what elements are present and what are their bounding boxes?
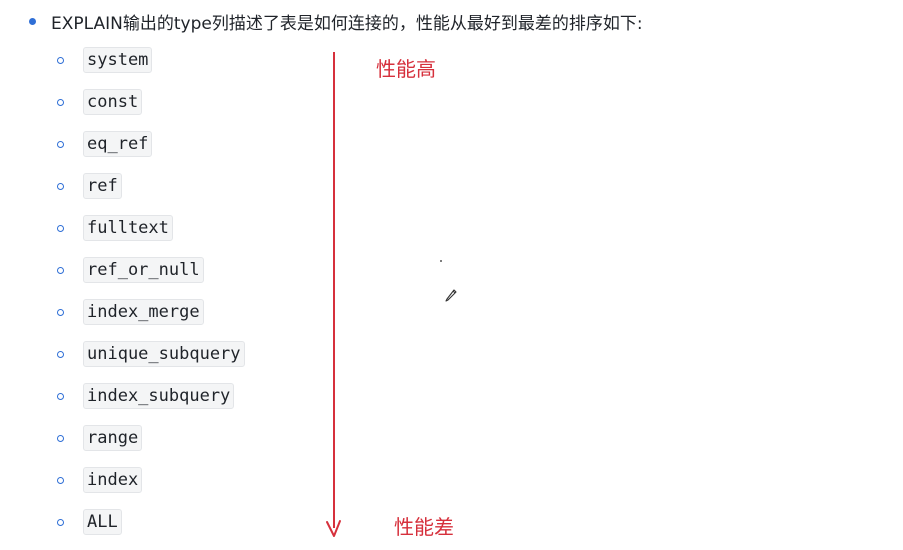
join-type-code: unique_subquery	[83, 341, 245, 367]
list-item: unique_subquery	[57, 341, 245, 367]
list-item: fulltext	[57, 215, 173, 241]
circle-bullet-icon	[57, 266, 64, 274]
stray-mark	[440, 260, 442, 262]
join-type-code: range	[83, 425, 143, 451]
intro-text: EXPLAIN输出的type列描述了表是如何连接的，性能从最好到最差的排序如下:	[51, 13, 643, 34]
join-type-code: eq_ref	[83, 131, 153, 157]
bullet-dot-icon	[29, 17, 36, 25]
list-item: ALL	[57, 509, 122, 535]
join-type-code: ref	[83, 173, 122, 199]
join-type-code: index_subquery	[83, 383, 235, 409]
join-type-code: const	[83, 89, 143, 115]
list-item: index_subquery	[57, 383, 235, 409]
circle-bullet-icon	[57, 518, 64, 526]
performance-high-label: 性能高	[376, 57, 436, 81]
circle-bullet-icon	[57, 392, 64, 400]
join-type-code: index_merge	[83, 299, 204, 325]
circle-bullet-icon	[57, 182, 64, 190]
join-type-code: index	[83, 467, 143, 493]
circle-bullet-icon	[57, 56, 64, 64]
performance-arrow-line	[333, 52, 335, 528]
circle-bullet-icon	[57, 224, 64, 232]
join-type-code: fulltext	[83, 215, 173, 241]
circle-bullet-icon	[57, 308, 64, 316]
list-item: ref_or_null	[57, 257, 204, 283]
circle-bullet-icon	[57, 476, 64, 484]
circle-bullet-icon	[57, 350, 64, 358]
circle-bullet-icon	[57, 434, 64, 442]
list-item: system	[57, 47, 153, 73]
pencil-icon[interactable]	[444, 288, 458, 302]
list-item: ref	[57, 173, 122, 199]
arrow-down-icon	[326, 520, 341, 537]
intro-bullet: EXPLAIN输出的type列描述了表是如何连接的，性能从最好到最差的排序如下:	[26, 8, 643, 34]
list-item: index	[57, 467, 143, 493]
list-item: eq_ref	[57, 131, 153, 157]
list-item: index_merge	[57, 299, 204, 325]
list-item: range	[57, 425, 143, 451]
circle-bullet-icon	[57, 98, 64, 106]
join-type-code: ALL	[83, 509, 122, 535]
performance-low-label: 性能差	[394, 515, 454, 539]
join-type-code: ref_or_null	[83, 257, 204, 283]
list-item: const	[57, 89, 143, 115]
join-type-code: system	[83, 47, 153, 73]
circle-bullet-icon	[57, 140, 64, 148]
